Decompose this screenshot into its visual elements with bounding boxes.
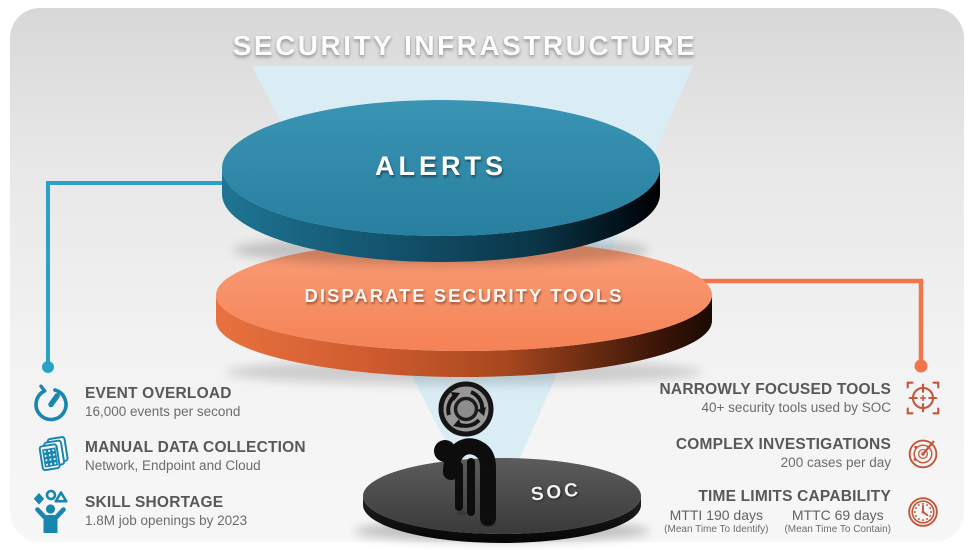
callout-title: MANUAL DATA COLLECTION [85,439,306,456]
left-callouts: EVENT OVERLOAD 16,000 events per second [28,380,306,534]
callout-title: COMPLEX INVESTIGATIONS [675,436,891,453]
mtti-value: MTTI 190 days [669,507,763,523]
right-connector-line [687,278,924,363]
alerts-disc [222,100,660,262]
left-connector-dot [42,361,54,373]
time-metrics: MTTI 190 days (Mean Time To Identify) MT… [664,507,891,536]
callout-time-limits-capability: TIME LIMITS CAPABILITY MTTI 190 days (Me… [664,487,944,536]
mttc-metric: MTTC 69 days (Mean Time To Contain) [784,507,891,536]
overload-cycle-icon [438,381,494,437]
callout-title: TIME LIMITS CAPABILITY [698,488,891,505]
callout-narrowly-focused-tools: NARROWLY FOCUSED TOOLS 40+ security tool… [660,377,944,419]
callout-subtitle: 16,000 events per second [85,404,241,419]
clock-icon [908,496,938,527]
tools-disc-label: DISPARATE SECURITY TOOLS [304,285,624,306]
mtti-caption: (Mean Time To Identify) [664,524,769,535]
documents-icon [38,436,69,472]
callout-subtitle: 200 cases per day [780,455,891,470]
juggler-icon [33,489,68,533]
page-title: SECURITY INFRASTRUCTURE [232,30,698,61]
crosshair-icon [906,381,940,415]
radar-icon [908,439,938,469]
callout-subtitle: Network, Endpoint and Cloud [85,458,261,473]
soc-disc [363,458,641,543]
mttc-caption: (Mean Time To Contain) [784,524,891,535]
mtti-metric: MTTI 190 days (Mean Time To Identify) [664,507,768,536]
callout-complex-investigations: COMPLEX INVESTIGATIONS 200 cases per day [676,432,944,474]
callout-event-overload: EVENT OVERLOAD 16,000 events per second [28,380,306,424]
callout-subtitle: 40+ security tools used by SOC [701,400,891,415]
callout-title: SKILL SHORTAGE [85,494,224,511]
callout-subtitle: 1.8M job openings by 2023 [85,513,248,528]
tools-disc [216,239,712,377]
alerts-disc-label: ALERTS [375,151,507,181]
right-connector-dot [914,359,928,373]
callout-title: NARROWLY FOCUSED TOOLS [659,381,891,398]
stopwatch-icon [34,384,68,422]
callout-skill-shortage: SKILL SHORTAGE 1.8M job openings by 2023 [28,488,306,534]
callout-manual-data-collection: MANUAL DATA COLLECTION Network, Endpoint… [28,433,306,479]
mttc-value: MTTC 69 days [791,507,884,523]
analyst-figure [434,438,497,526]
callout-title: EVENT OVERLOAD [85,385,232,402]
left-connector-line [46,181,252,364]
right-callouts: NARROWLY FOCUSED TOOLS 40+ security tool… [660,377,944,536]
